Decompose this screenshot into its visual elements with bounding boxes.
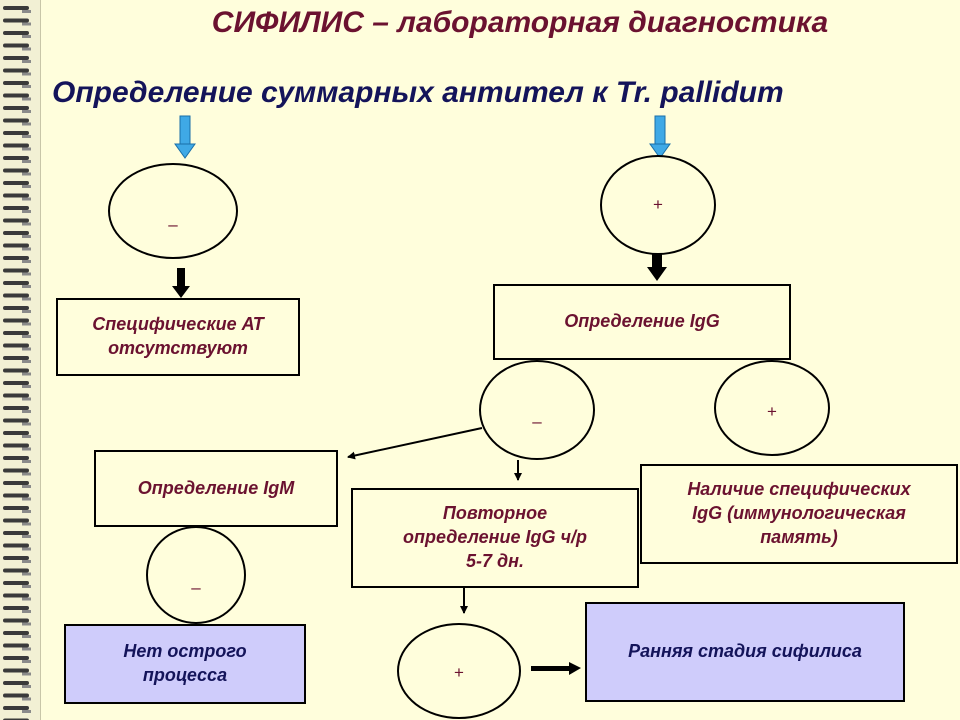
box-igm-test: Определение IgM (94, 450, 338, 527)
circle-igg-negative: – (479, 360, 595, 460)
circle-igm-negative: – (146, 526, 246, 624)
spiral-binding-icon (0, 0, 40, 720)
arrow-pos-to-early-stage (531, 662, 581, 675)
slide-title: СИФИЛИС – лабораторная диагностика (211, 6, 829, 39)
arrow-igg-neg-to-igm (347, 427, 483, 460)
arrow-neg-to-at-absent (172, 268, 190, 298)
circle-positive-total: + (600, 155, 716, 255)
circle-negative-total: – (108, 163, 238, 259)
slide-subtitle: Определение суммарных антител к Tr. pall… (52, 76, 784, 109)
slide-left-edge (40, 0, 41, 720)
box-early-stage: Ранняя стадия сифилиса (585, 602, 905, 702)
circle-repeat-positive: + (397, 623, 521, 719)
arrow-pos-to-igg (647, 253, 667, 281)
box-igg-test: Определение IgG (493, 284, 791, 360)
circle-igg-positive: + (714, 360, 830, 456)
blue-arrow-right (649, 115, 671, 159)
blue-arrow-left (174, 115, 196, 159)
